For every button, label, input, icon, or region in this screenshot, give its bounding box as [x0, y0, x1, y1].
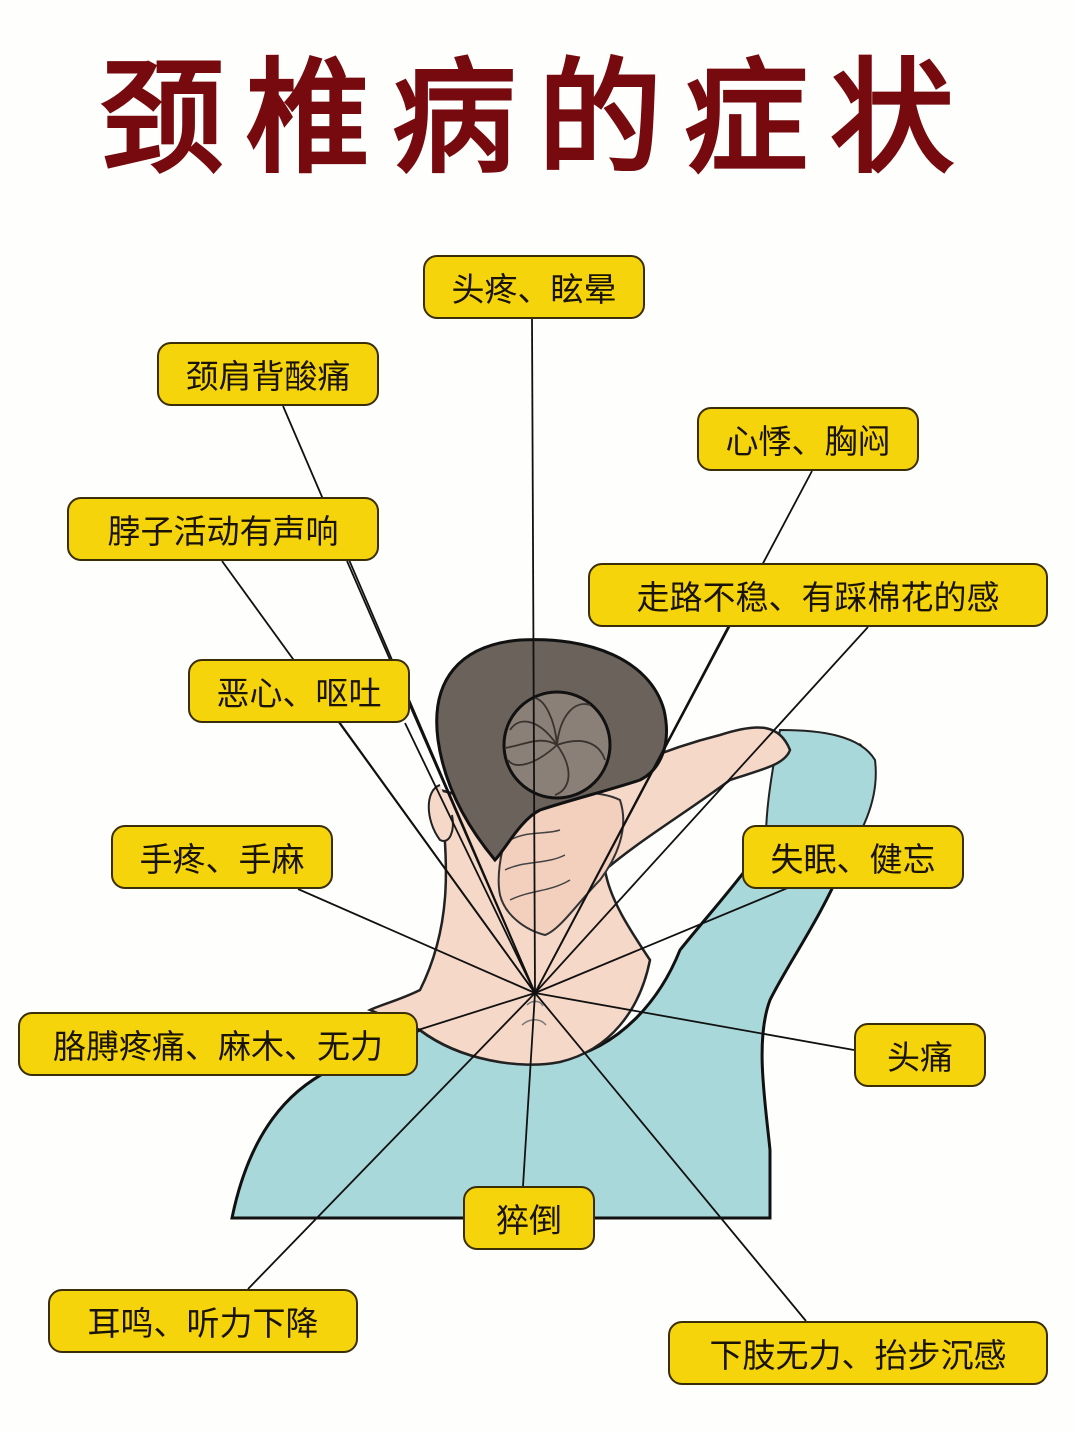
symptom-label-tinnitus: 耳鸣、听力下降 — [48, 1289, 358, 1353]
ear-shape — [427, 784, 454, 842]
leader-line-hand-pain — [297, 888, 536, 994]
leader-line-nausea — [339, 722, 536, 994]
symptom-label-hand-pain: 手疼、手麻 — [111, 825, 333, 889]
leader-line-tinnitus — [247, 992, 536, 1290]
leader-line-arm-numbness — [417, 992, 536, 1031]
page-title: 颈椎病的症状 — [99, 47, 976, 191]
symptom-label-neck-shoulder-back-pain: 颈肩背酸痛 — [157, 342, 379, 406]
leader-line-unsteady-walking — [534, 626, 729, 994]
symptom-label-leg-weakness: 下肢无力、抬步沉感 — [668, 1321, 1048, 1385]
hand-shape — [497, 791, 625, 937]
symptom-label-arm-numbness: 胳膊疼痛、麻木、无力 — [18, 1012, 418, 1076]
leader-line-nausea — [404, 722, 536, 994]
symptom-label-dizziness: 头疼、眩晕 — [423, 255, 645, 319]
leader-line-dizziness — [531, 318, 536, 994]
leader-line-sudden-fall — [522, 992, 536, 1187]
symptom-label-sudden-fall: 猝倒 — [463, 1186, 595, 1250]
leader-line-unsteady-walking — [534, 626, 869, 994]
symptom-label-neck-noise: 脖子活动有声响 — [67, 497, 379, 561]
leader-line-insomnia — [534, 886, 791, 994]
leader-line-neck-noise — [346, 560, 536, 994]
symptom-label-nausea: 恶心、呕吐 — [188, 659, 410, 723]
symptom-label-insomnia: 失眠、健忘 — [742, 825, 964, 889]
leader-line-headache — [534, 992, 855, 1051]
leader-line-leg-weakness — [534, 992, 807, 1322]
symptom-label-palpitation: 心悸、胸闷 — [697, 407, 919, 471]
symptom-label-headache: 头痛 — [854, 1023, 986, 1087]
symptom-label-unsteady-walking: 走路不稳、有踩棉花的感 — [588, 563, 1048, 627]
